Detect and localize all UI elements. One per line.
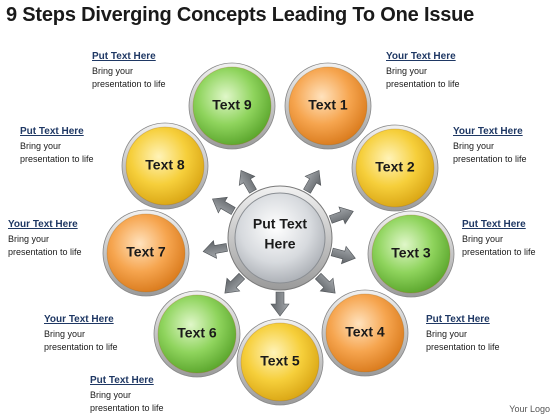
arrow-3 (330, 245, 356, 265)
callout-title: Your Text Here (453, 126, 523, 137)
callout-body-line1: Bring your (386, 66, 428, 76)
node-label: Text 9 (212, 97, 252, 113)
callout-body-line2: presentation to life (92, 79, 166, 89)
node-label: Text 8 (145, 157, 185, 173)
center-text-line1: Put Text (253, 216, 308, 232)
footer-logo: Your Logo (509, 404, 550, 414)
node-4: Text 4 (321, 289, 409, 377)
node-8: Text 8 (121, 122, 209, 210)
node-2: Text 2 (351, 124, 439, 212)
arrow-7 (202, 239, 228, 259)
callout-body-line2: presentation to life (44, 342, 118, 352)
callout-body: Bring your presentation to life (90, 389, 230, 415)
callout-body-line1: Bring your (426, 329, 468, 339)
callout-body-line2: presentation to life (8, 247, 82, 257)
callout-body-line1: Bring your (90, 390, 132, 400)
callout-body-line1: Bring your (462, 234, 504, 244)
node-3: Text 3 (367, 210, 455, 298)
callout-body: Bring your presentation to life (462, 233, 560, 259)
arrow-5 (270, 291, 290, 317)
callout-title: Put Text Here (90, 375, 154, 386)
center-text-line2: Here (264, 236, 295, 252)
callout-title: Put Text Here (426, 314, 490, 325)
callout-title: Put Text Here (462, 219, 526, 230)
page-title: 9 Steps Diverging Concepts Leading To On… (6, 4, 475, 26)
arrow-2 (328, 206, 354, 225)
callout-body-line2: presentation to life (20, 154, 94, 164)
node-label: Text 7 (126, 244, 166, 260)
node-7: Text 7 (102, 209, 190, 297)
callout-title: Put Text Here (92, 51, 156, 62)
callout-body: Bring your presentation to life (44, 328, 184, 354)
callout-title: Put Text Here (20, 126, 84, 137)
node-label: Text 4 (345, 324, 385, 340)
callout-body-line2: presentation to life (453, 154, 527, 164)
node-5: Text 5 (236, 318, 324, 406)
callout-body-line1: Bring your (44, 329, 86, 339)
callout-body-line1: Bring your (92, 66, 134, 76)
callout-body-line2: presentation to life (386, 79, 460, 89)
callout-title: Your Text Here (44, 314, 114, 325)
node-label: Text 5 (260, 353, 300, 369)
callout-body-line1: Bring your (20, 141, 62, 151)
node-label: Text 3 (391, 245, 431, 261)
arrow-6 (224, 272, 246, 294)
arrow-8 (212, 196, 236, 215)
callout-body-line2: presentation to life (462, 247, 536, 257)
node-label: Text 2 (375, 159, 415, 175)
node-9: Text 9 (188, 62, 276, 150)
callout-body-line2: presentation to life (90, 403, 164, 413)
callout-title: Your Text Here (386, 51, 456, 62)
arrow-1 (303, 170, 322, 194)
node-1: Text 1 (284, 62, 372, 150)
arrow-4 (314, 272, 336, 294)
center-circle: Put Text Here (227, 185, 333, 291)
callout-title: Your Text Here (8, 219, 78, 230)
callout-body: Bring your presentation to life (8, 233, 148, 259)
callout-body-line2: presentation to life (426, 342, 500, 352)
callout-body: Bring your presentation to life (20, 140, 160, 166)
callout-body-line1: Bring your (453, 141, 495, 151)
callout-body: Bring your presentation to life (453, 140, 560, 166)
callout-body: Bring your presentation to life (386, 65, 526, 91)
callout-body-line1: Bring your (8, 234, 50, 244)
node-label: Text 6 (177, 325, 217, 341)
callout-body: Bring your presentation to life (426, 328, 560, 354)
node-label: Text 1 (308, 97, 348, 113)
arrow-9 (238, 170, 257, 194)
node-6: Text 6 (153, 290, 241, 378)
callout-body: Bring your presentation to life (92, 65, 232, 91)
